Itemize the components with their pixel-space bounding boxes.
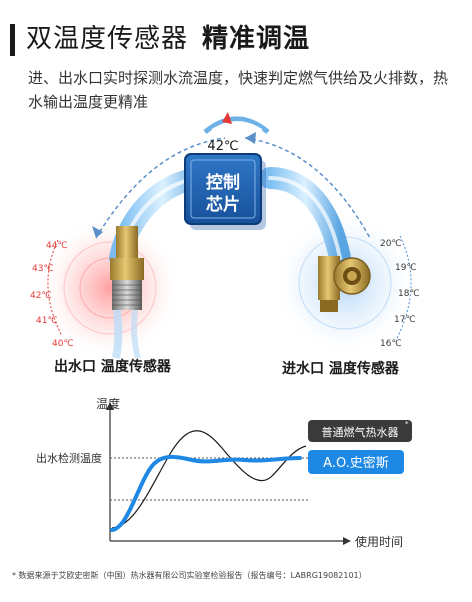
- reference-label: 出水检测温度: [36, 451, 102, 465]
- temperature-graph: 温度 使用时间 出水检测温度 普通燃气热水器 * A.O.史密斯: [36, 396, 412, 549]
- outlet-scale-4: 40℃: [52, 339, 74, 349]
- hot-arrow-icon: [222, 112, 232, 124]
- description: 进、出水口实时探测水流温度，快速判定燃气供给及火排数，热水输出温度更精准: [28, 69, 449, 111]
- legend-normal-badge: [308, 420, 412, 442]
- legend-normal-label: 普通燃气热水器: [322, 425, 399, 439]
- title-part-1: 双温度传感器: [26, 24, 189, 54]
- footnote: * 数据来源于艾欧史密斯（中国）热水器有限公司实验室检验报告（报告编号：LABR…: [12, 571, 367, 580]
- inlet-scale-2: 18℃: [398, 289, 420, 299]
- outlet-sensor-body: [116, 226, 138, 260]
- chip-label-line1: 控制: [206, 172, 240, 193]
- chip-temperature: 42℃: [207, 139, 238, 154]
- outlet-scale-2: 42℃: [30, 291, 52, 301]
- left-flow-arrow: [95, 137, 226, 239]
- normal-heater-curve: [111, 430, 307, 529]
- inlet-sensor-label: 进水口 温度传感器: [282, 361, 399, 377]
- y-axis-label: 温度: [96, 396, 120, 411]
- inlet-scale-0: 20℃: [380, 239, 402, 249]
- legend-ao-label: A.O.史密斯: [323, 455, 389, 471]
- outlet-scale-3: 41℃: [36, 316, 58, 326]
- right-flow-arrow: [244, 137, 371, 239]
- sensor-illustration: 42℃ 控制 芯片 44℃ 43℃ 42℃ 41℃ 40℃ 20℃ 19℃ 18…: [30, 112, 420, 360]
- control-chip: [184, 153, 262, 225]
- inlet-scale-3: 17℃: [394, 315, 416, 325]
- page-title: 双温度传感器精准调温: [26, 20, 310, 58]
- inlet-scale-4: 16℃: [380, 339, 402, 349]
- inlet-scale-1: 19℃: [395, 263, 417, 273]
- title-accent-bar: [10, 24, 15, 56]
- ao-smith-curve: [110, 454, 302, 532]
- legend-ao-badge: [308, 450, 404, 474]
- inlet-sensor-body: [318, 256, 340, 300]
- x-axis-label: 使用时间: [355, 534, 403, 549]
- legend-normal-mark: *: [405, 420, 409, 428]
- outlet-scale-1: 43℃: [32, 264, 54, 274]
- outlet-scale-0: 44℃: [46, 241, 68, 251]
- title-part-2: 精准调温: [202, 24, 311, 54]
- outlet-sensor-label: 出水口 温度传感器: [54, 359, 171, 375]
- hot-glow: [38, 216, 182, 360]
- chip-label-line2: 芯片: [206, 194, 240, 215]
